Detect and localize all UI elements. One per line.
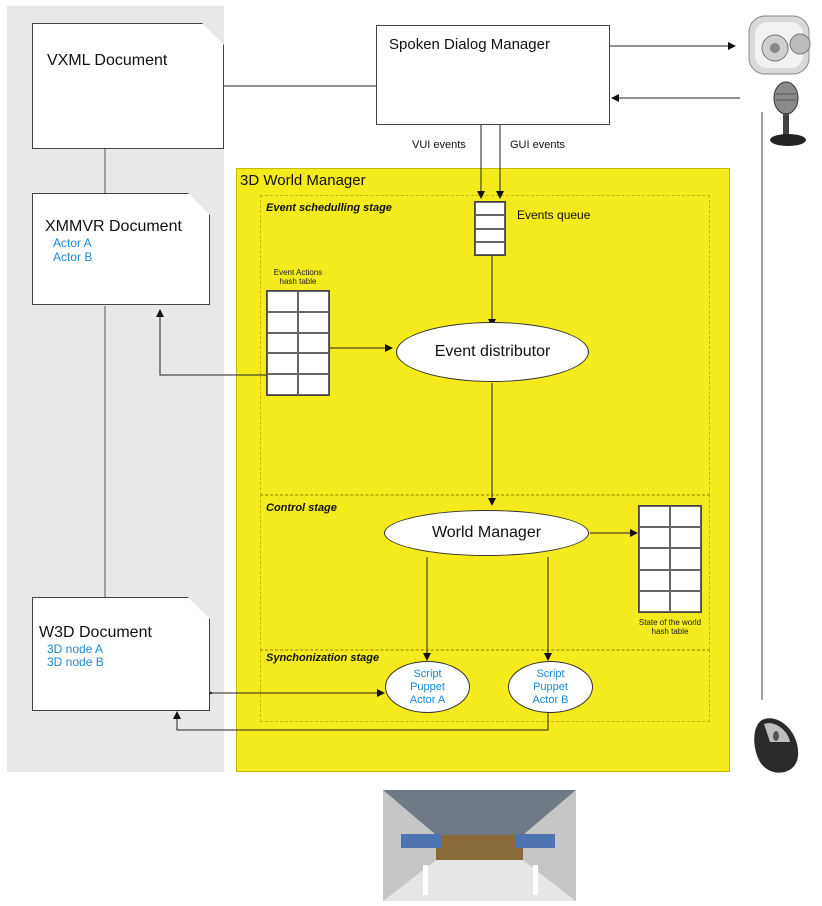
speaker-icon	[745, 8, 817, 80]
control-stage-title: Control stage	[266, 502, 337, 514]
gui-events-label: GUI events	[510, 139, 565, 151]
world-manager-node: World Manager	[384, 510, 589, 556]
w3d-document: W3D Document 3D node A 3D node B	[32, 597, 210, 711]
event-distributor-node: Event distributor	[396, 322, 589, 382]
microphone-icon	[766, 80, 808, 150]
w3d-item: 3D node A	[47, 642, 103, 656]
3d-scene-thumbnail	[383, 790, 576, 901]
puppet-line: Puppet	[533, 681, 568, 694]
3d-scene-image	[383, 790, 576, 901]
vxml-document-title: VXML Document	[47, 52, 167, 70]
state-table-label: State of the world hash table	[630, 618, 710, 636]
vui-events-label: VUI events	[412, 139, 466, 151]
w3d-document-title: W3D Document	[39, 624, 152, 642]
scheduling-stage-title: Event schedulling stage	[266, 202, 392, 214]
puppet-line: Actor B	[532, 694, 568, 707]
state-of-world-hash-table	[638, 505, 702, 613]
spoken-dialog-manager-box: Spoken Dialog Manager	[376, 25, 610, 125]
puppet-actor-b: Script Puppet Actor B	[508, 661, 593, 713]
puppet-line: Puppet	[410, 681, 445, 694]
puppet-line: Actor A	[410, 694, 445, 707]
world-manager-3d-title: 3D World Manager	[240, 172, 366, 189]
xmmvr-item: Actor A	[53, 236, 92, 250]
event-actions-hash-table	[266, 290, 330, 396]
sync-stage-title: Synchonization stage	[266, 652, 379, 664]
w3d-item: 3D node B	[47, 655, 104, 669]
world-manager-label: World Manager	[432, 524, 541, 542]
event-distributor-label: Event distributor	[435, 343, 551, 361]
xmmvr-document-title: XMMVR Document	[45, 218, 182, 236]
xmmvr-document: XMMVR Document Actor A Actor B	[32, 193, 210, 305]
puppet-actor-a: Script Puppet Actor A	[385, 661, 470, 713]
puppet-line: Script	[413, 668, 441, 681]
xmmvr-item: Actor B	[53, 250, 92, 264]
puppet-line: Script	[536, 668, 564, 681]
mouse-icon	[748, 712, 810, 782]
events-queue	[474, 201, 506, 256]
event-actions-table-label: Event Actions hash table	[264, 268, 332, 286]
events-queue-label: Events queue	[517, 208, 590, 222]
spoken-dialog-manager-label: Spoken Dialog Manager	[389, 36, 550, 53]
vxml-document: VXML Document	[32, 23, 224, 149]
